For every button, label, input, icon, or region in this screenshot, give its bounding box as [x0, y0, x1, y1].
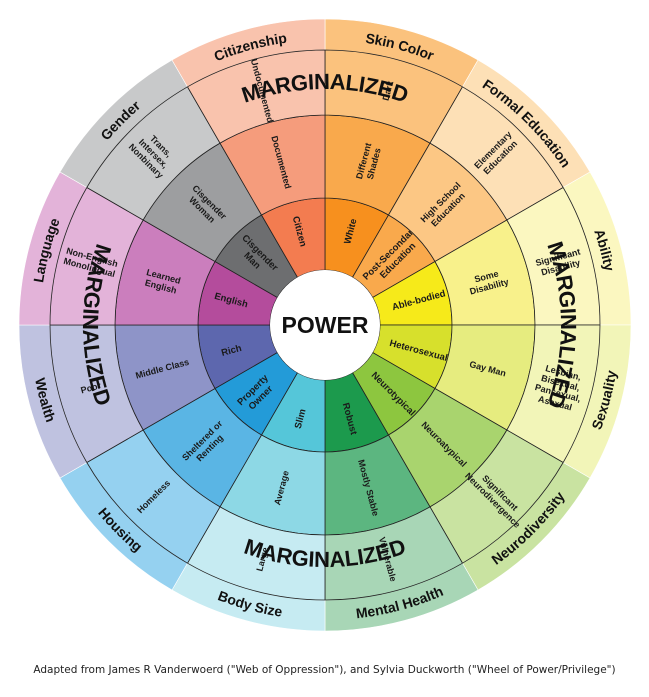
wheel-of-power-diagram: WhiteDifferentShadesDarkPost-SecondaryEd… [18, 18, 632, 632]
label-body-size-power: Slim [293, 408, 309, 430]
power-center-label: POWER [282, 312, 369, 338]
wheel-sectors: WhiteDifferentShadesDarkPost-SecondaryEd… [18, 18, 632, 632]
label-wealth-power: Rich [220, 343, 243, 359]
credit-line: Adapted from James R Vanderwoerd ("Web o… [33, 664, 616, 676]
wedge-citizenship-marg [186, 49, 326, 144]
power-center-circle [270, 270, 380, 380]
label-sexuality-marg: Lesbian,Bisexual,Pansexual,Asexual [531, 362, 587, 414]
